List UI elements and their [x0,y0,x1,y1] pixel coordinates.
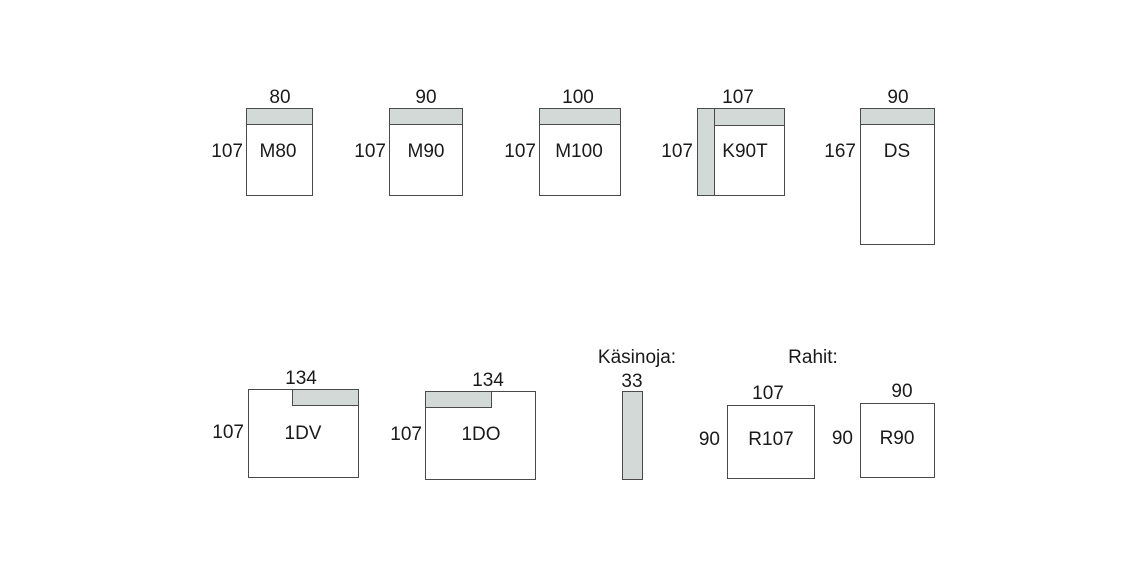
module-k90t-depth-label: 107 [661,141,693,162]
module-m90-depth-label: 107 [354,141,386,162]
module-m100-depth-label: 107 [504,141,536,162]
module-1do-depth-label: 107 [390,424,422,445]
ottoman-r107-width-label: 107 [752,383,784,404]
module-ds-outline [860,108,935,245]
ottoman-r107-code: R107 [748,429,794,450]
ottoman-r90-width-label: 90 [891,381,913,402]
module-k90t-width-label: 107 [722,87,754,108]
module-m80-code: M80 [259,141,297,162]
module-k90t-code: K90T [722,141,768,162]
module-m80-backrest [246,108,313,125]
ottomans-heading: Rahit: [788,347,838,368]
module-k90t-backrest-joint [698,109,714,125]
module-m80-width-label: 80 [269,87,291,108]
module-1dv-code: 1DV [284,423,322,444]
module-ds-backrest [860,108,935,125]
module-1do-backrest [425,391,492,408]
module-ds-code: DS [883,141,911,162]
ottoman-r107-depth-label: 90 [698,429,720,450]
module-m90-code: M90 [407,141,445,162]
module-m100-code: M100 [555,141,603,162]
ottoman-r107-outline [727,405,815,479]
module-m100-width-label: 100 [562,87,594,108]
armrest-width-label: 33 [621,371,643,392]
module-1do-code: 1DO [461,424,501,445]
module-1do-width-label: 134 [472,370,504,391]
module-k90t-backrest-side [697,108,715,196]
ottoman-r90-code: R90 [879,428,915,449]
ottoman-r90-outline [860,403,935,478]
armrest-heading: Käsinoja: [597,347,677,368]
module-m100-backrest [539,108,621,125]
armrest-shape [622,391,643,480]
module-ds-depth-label: 167 [824,141,856,162]
module-m90-backrest [389,108,463,125]
module-1dv-depth-label: 107 [212,422,244,443]
ottoman-r90-depth-label: 90 [831,428,853,449]
module-1dv-backrest [292,389,359,406]
module-m80-depth-label: 107 [211,141,243,162]
module-m90-width-label: 90 [415,87,437,108]
module-1dv-width-label: 134 [285,368,317,389]
module-ds-width-label: 90 [887,87,909,108]
